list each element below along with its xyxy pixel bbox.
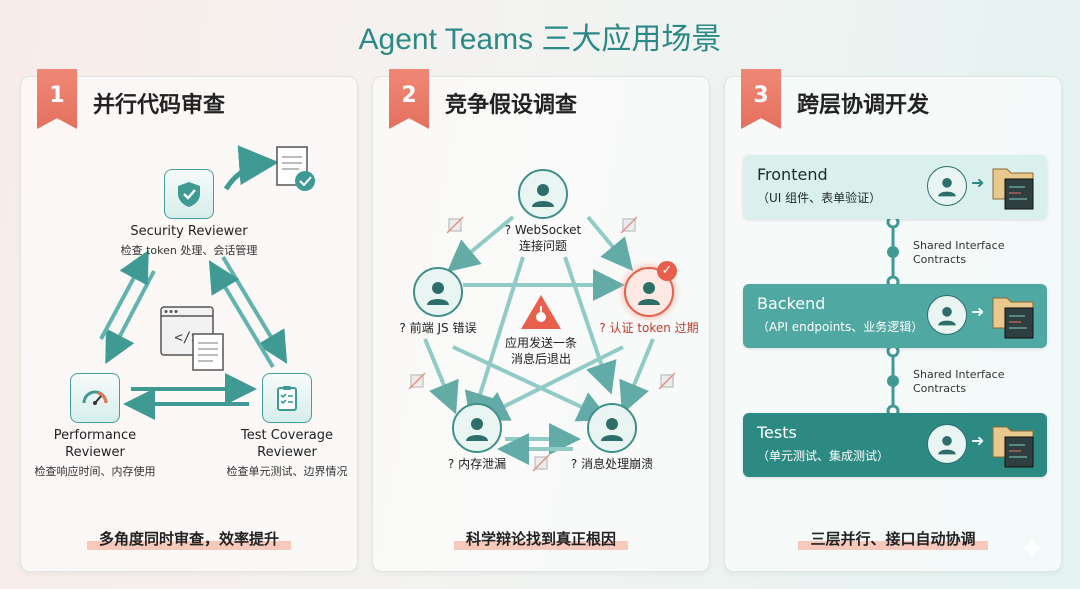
review-arrows: </> <box>99 145 315 420</box>
panel-title: 跨层协调开发 <box>797 93 930 118</box>
panel-caption: 三层并行、接口自动协调 <box>725 528 1061 550</box>
hypothesis-frontend-js: ? 前端 JS 错误 <box>383 267 493 336</box>
layer-frontend: Frontend （UI 组件、表单验证） ➜ <box>743 155 1047 219</box>
hypothesis-label: ? 消息处理崩溃 <box>570 457 654 471</box>
agent-avatar-icon <box>413 267 463 317</box>
page-title: Agent Teams 三大应用场景 <box>358 23 722 56</box>
crossed-out-markers <box>408 216 676 472</box>
layer-connectors <box>886 215 900 418</box>
agent-avatar-icon <box>518 169 568 219</box>
hypothesis-token-expired: ? 认证 token 过期 ✓ <box>589 261 709 336</box>
security-reviewer-label: Security Reviewer <box>130 224 248 239</box>
agent-avatar-icon <box>452 403 502 453</box>
hypothesis-label: ? 前端 JS 错误 <box>399 321 477 335</box>
panel-caption: 多角度同时审查，效率提升 <box>21 528 357 550</box>
agent-avatar-icon <box>587 403 637 453</box>
agent-avatar-icon <box>927 295 967 335</box>
shield-icon <box>164 169 214 219</box>
hypothesis-network <box>408 215 676 472</box>
code-window-icon: </> <box>160 306 224 371</box>
performance-reviewer-desc: 检查响应时间、内存使用 <box>34 465 156 478</box>
hypothesis-label: ? 认证 token 过期 <box>599 321 699 335</box>
security-reviewer-desc: 检查 token 处理、会话管理 <box>120 244 258 257</box>
layer-desc: （单元测试、集成测试） <box>757 449 890 463</box>
layer-desc: （UI 组件、表单验证） <box>757 191 882 205</box>
code-files-icon <box>992 297 1034 339</box>
hypothesis-message-crash: ? 消息处理崩溃 <box>557 403 667 472</box>
agent-avatar-icon <box>927 166 967 206</box>
arrow-performance-to-security <box>99 249 149 340</box>
arrow-right-icon: ➜ <box>971 431 985 450</box>
test-coverage-reviewer-desc: 检查单元测试、边界情况 <box>226 465 348 478</box>
layer-name: Tests <box>757 423 797 442</box>
panel-title: 竞争假设调查 <box>445 93 578 118</box>
panel-title: 并行代码审查 <box>93 93 226 118</box>
panel-number-badge: 3 <box>741 69 781 129</box>
arrow-right-icon: ➜ <box>971 302 985 321</box>
hypothesis-label: ? 内存泄漏 <box>447 457 507 471</box>
sparkle-icon <box>1019 535 1045 561</box>
code-files-icon <box>992 168 1034 210</box>
layer-desc: （API endpoints、业务逻辑） <box>757 320 924 334</box>
bug-warning-icon <box>521 295 561 329</box>
layer-name: Backend <box>757 294 826 313</box>
code-files-icon <box>992 426 1034 468</box>
curved-arrow-to-report <box>223 145 279 191</box>
confirmed-check-icon: ✓ <box>657 261 677 281</box>
security-reviewer-node: Security Reviewer 检查 token 处理、会话管理 <box>119 169 259 258</box>
center-problem-label: 应用发送一条消息后退出 <box>504 336 577 366</box>
arrow-right-icon: ➜ <box>971 173 985 192</box>
gauge-icon <box>70 373 120 423</box>
arrow-security-to-test <box>221 255 288 364</box>
panel-parallel-review: 1 并行代码审查 </> <box>20 69 358 572</box>
agent-avatar-icon <box>927 424 967 464</box>
panel-caption: 科学辩论找到真正根因 <box>373 528 709 550</box>
layer-tests: Tests （单元测试、集成测试） ➜ <box>743 413 1047 477</box>
report-check-icon <box>276 146 315 191</box>
arrow-test-to-security <box>208 260 275 369</box>
layer-backend: Backend （API endpoints、业务逻辑） ➜ <box>743 284 1047 348</box>
hypothesis-memory-leak: ? 内存泄漏 <box>427 403 527 472</box>
clipboard-icon <box>262 373 312 423</box>
panel-competing-hypotheses: 2 竞争假设调查 <box>372 69 710 572</box>
layer-name: Frontend <box>757 165 828 184</box>
panel-cross-layer-dev: 3 跨层协调开发 Frontend （UI 组件、表单验证） ➜ Shared … <box>724 69 1062 572</box>
